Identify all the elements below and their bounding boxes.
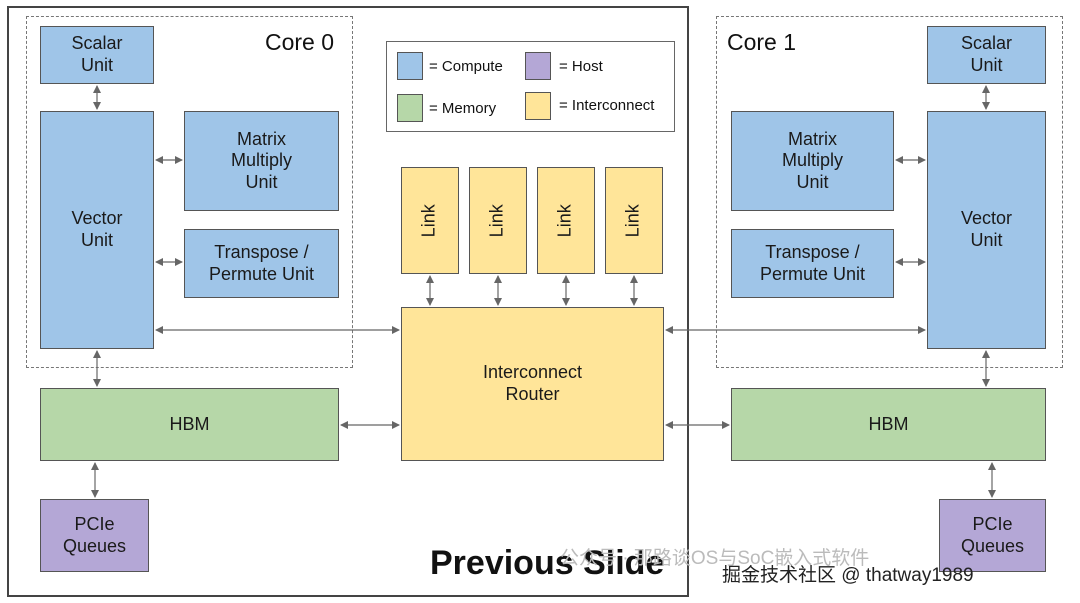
legend-interconnect-label: = Interconnect <box>559 97 655 114</box>
legend-interconnect-swatch <box>525 92 551 120</box>
link-4: Link <box>605 167 663 274</box>
core1-matrix-multiply-unit: Matrix Multiply Unit <box>731 111 894 211</box>
core0-label: Core 0 <box>265 29 335 55</box>
core0-scalar-unit: Scalar Unit <box>40 26 154 84</box>
link-3: Link <box>537 167 595 274</box>
core0-vector-unit: Vector Unit <box>40 111 154 349</box>
core0-hbm: HBM <box>40 388 339 461</box>
core1-transpose-permute-unit: Transpose / Permute Unit <box>731 229 894 298</box>
legend-compute-swatch <box>397 52 423 80</box>
core1-label: Core 1 <box>727 29 797 55</box>
chip-frame <box>7 6 689 597</box>
core1-boundary <box>716 16 1063 368</box>
core0-matrix-multiply-unit: Matrix Multiply Unit <box>184 111 339 211</box>
watermark-site: 掘金技术社区 @ thatway1989 <box>722 565 974 586</box>
interconnect-router: Interconnect Router <box>401 307 664 461</box>
core0-transpose-permute-unit: Transpose / Permute Unit <box>184 229 339 298</box>
core1-vector-unit: Vector Unit <box>927 111 1046 349</box>
legend-host-label: = Host <box>559 58 603 75</box>
legend-compute-label: = Compute <box>429 58 503 75</box>
legend-memory-label: = Memory <box>429 100 497 117</box>
previous-slide-label: Previous Slide <box>430 544 665 582</box>
core0-pcie-queues: PCIe Queues <box>40 499 149 572</box>
core0-boundary <box>26 16 353 368</box>
legend-host-swatch <box>525 52 551 80</box>
core1-pcie-queues: PCIe Queues <box>939 499 1046 572</box>
legend-memory-swatch <box>397 94 423 122</box>
core1-hbm: HBM <box>731 388 1046 461</box>
core1-scalar-unit: Scalar Unit <box>927 26 1046 84</box>
link-1: Link <box>401 167 459 274</box>
link-2: Link <box>469 167 527 274</box>
watermark-channel: 公众号 · 那路谈OS与SoC嵌入式软件 <box>560 548 870 569</box>
legend: = Compute = Host = Memory = Interconnect <box>386 41 675 132</box>
